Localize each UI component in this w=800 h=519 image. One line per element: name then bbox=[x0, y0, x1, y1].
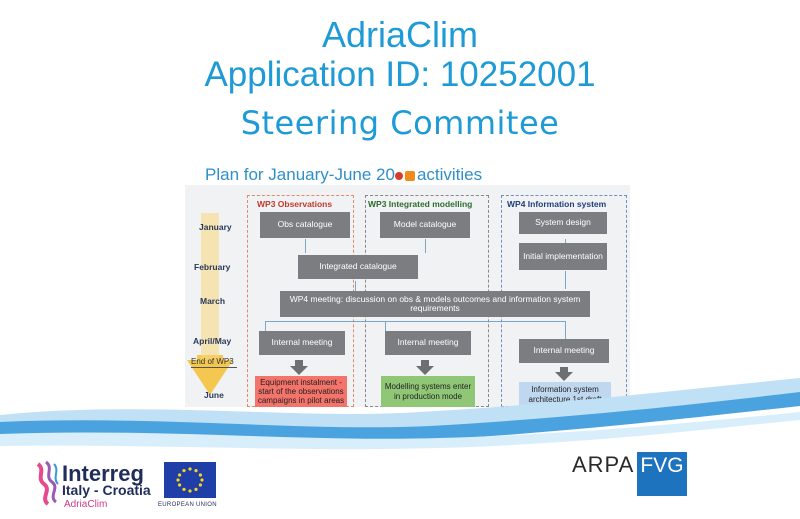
arpa-logo-text: ARPA bbox=[572, 452, 635, 477]
title-meeting: Steering Commitee bbox=[240, 104, 560, 142]
down-arrow-icon bbox=[560, 367, 568, 372]
month-january: January bbox=[199, 222, 232, 232]
fvg-logo-box: FVG bbox=[637, 452, 687, 496]
connector-line bbox=[565, 321, 566, 339]
connector-line bbox=[425, 239, 426, 253]
month-june: June bbox=[204, 390, 224, 400]
plan-title-suffix: activities bbox=[416, 165, 483, 184]
month-april-may: April/May bbox=[193, 336, 232, 346]
connector-line bbox=[355, 281, 356, 291]
image-stamp-icon bbox=[404, 170, 415, 181]
plan-title: Plan for January-June 20 activities bbox=[205, 165, 482, 185]
obs-outcome-box: Equipment instalment - start of the obse… bbox=[255, 376, 347, 407]
down-arrow-icon bbox=[555, 372, 573, 381]
down-arrow-icon bbox=[290, 366, 308, 375]
decorative-wave bbox=[0, 378, 800, 450]
model-catalogue-box: Model catalogue bbox=[380, 212, 470, 238]
wp3-modelling-title: WP3 Integrated modelling bbox=[368, 199, 473, 209]
system-design-box: System design bbox=[519, 212, 607, 234]
wp4-information-title: WP4 Information system bbox=[507, 199, 607, 209]
programme-name: Italy - Croatia bbox=[62, 482, 151, 498]
integrated-catalogue-box: Integrated catalogue bbox=[298, 255, 418, 279]
internal-meeting-info-box: Internal meeting bbox=[519, 339, 609, 363]
title-application-id: Application ID: 10252001 bbox=[204, 55, 596, 94]
connector-line bbox=[265, 321, 565, 322]
down-arrow-icon bbox=[421, 360, 429, 366]
obs-catalogue-box: Obs catalogue bbox=[260, 212, 350, 238]
connector-line bbox=[565, 271, 566, 289]
eu-flag-icon bbox=[164, 462, 216, 498]
down-arrow-icon bbox=[295, 360, 303, 366]
wp4-meeting-box: WP4 meeting: discussion on obs & models … bbox=[280, 291, 590, 317]
plan-title-prefix: Plan for January-June 20 bbox=[205, 165, 395, 184]
plan-diagram: January February March April/May End of … bbox=[185, 185, 630, 407]
end-of-wp3-line bbox=[191, 367, 237, 368]
connector-line bbox=[305, 239, 306, 253]
title-project: AdriaClim bbox=[321, 14, 479, 55]
wp3-observations-title: WP3 Observations bbox=[257, 199, 333, 209]
internal-meeting-obs-box: Internal meeting bbox=[259, 331, 345, 355]
eu-label: EUROPEAN UNION bbox=[158, 502, 217, 508]
month-february: February bbox=[194, 262, 231, 272]
red-dot-icon bbox=[394, 171, 403, 180]
connector-line bbox=[265, 321, 266, 331]
initial-implementation-box: Initial implementation bbox=[519, 243, 607, 270]
project-name: AdriaClim bbox=[64, 499, 108, 510]
timeline-arrow bbox=[187, 213, 233, 395]
connector-line bbox=[385, 321, 386, 331]
interreg-ribbon-icon bbox=[36, 460, 59, 506]
internal-meeting-model-box: Internal meeting bbox=[385, 331, 471, 355]
month-march: March bbox=[200, 296, 226, 306]
down-arrow-icon bbox=[416, 366, 434, 375]
end-of-wp3-label: End of WP3 bbox=[191, 357, 234, 366]
interreg-logo-text: Interreg bbox=[62, 461, 144, 486]
model-outcome-box: Modelling systems enter in production mo… bbox=[381, 376, 475, 407]
